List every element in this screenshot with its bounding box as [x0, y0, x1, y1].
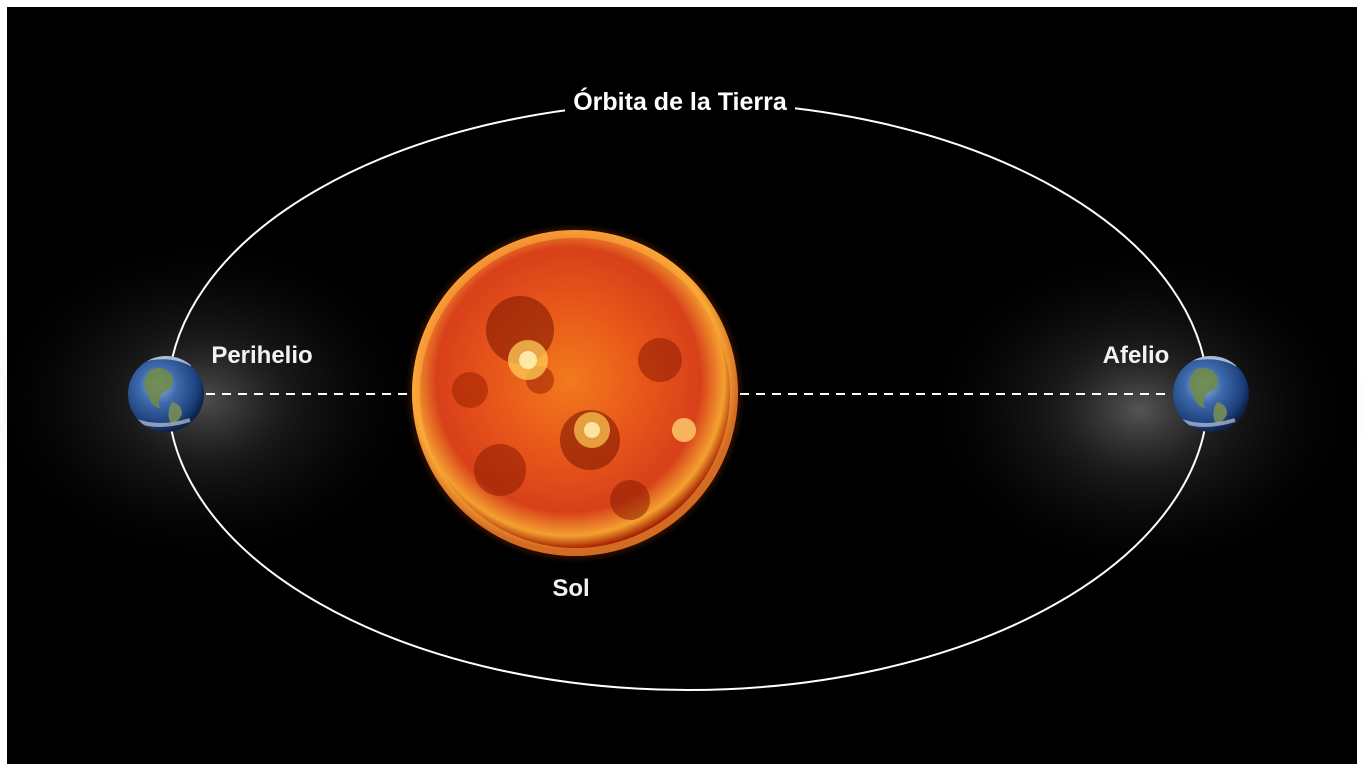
orbit-title-backdrop [565, 85, 795, 117]
sun-image [405, 223, 745, 563]
orbit-title: Órbita de la Tierra [573, 86, 788, 116]
aphelion-label: Afelio [1103, 342, 1170, 369]
perihelion-glow [0, 225, 435, 575]
earth-perihelion-image [128, 356, 204, 432]
perihelion-label: Perihelio [211, 342, 312, 369]
sun-label: Sol [552, 575, 589, 602]
aphelion-glow [910, 235, 1364, 585]
earth-aphelion-image [1173, 356, 1249, 432]
